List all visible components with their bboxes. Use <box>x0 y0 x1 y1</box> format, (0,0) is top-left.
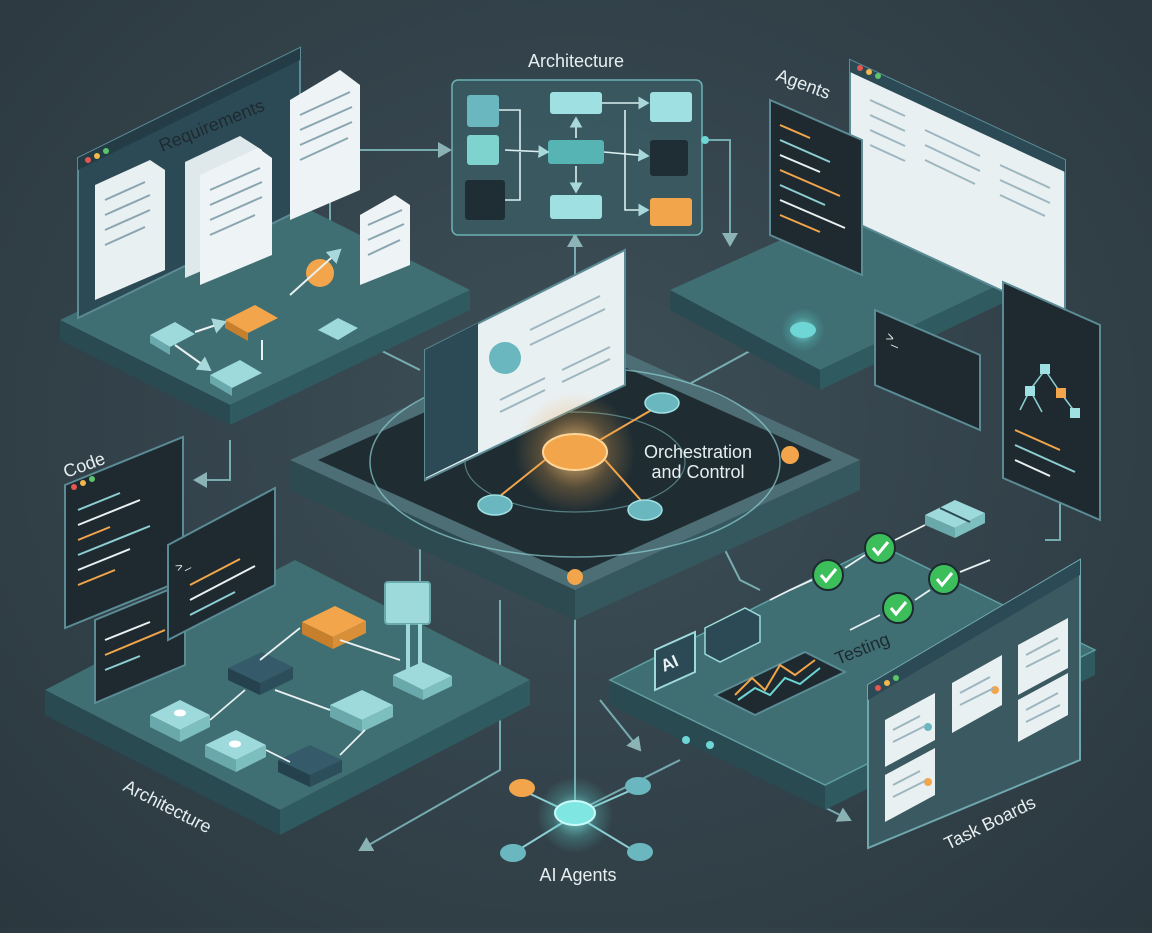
arch-block-4 <box>550 92 602 114</box>
arch-block-1 <box>467 95 499 127</box>
check-icon <box>864 532 896 564</box>
orchestration-platform: Orchestration and Control <box>290 248 860 620</box>
architecture-blocks <box>150 581 452 787</box>
orchestration-label-line2: and Control <box>651 462 744 482</box>
agents-label: Agents <box>774 65 834 103</box>
arch-block-3 <box>465 180 505 220</box>
arch-block-8 <box>650 140 688 176</box>
agents-terminal-prompt: >_ <box>884 329 904 349</box>
architecture-top-label: Architecture <box>528 51 624 71</box>
check-icon <box>928 563 960 595</box>
ai-agents-label: AI Agents <box>539 865 616 885</box>
ai-chip-label: AI <box>658 651 681 675</box>
arch-block-6 <box>550 195 602 219</box>
check-icon <box>812 559 844 591</box>
architecture-top-panel: Architecture <box>451 51 709 236</box>
ai-agents-core-node <box>554 800 596 826</box>
requirements-node-orange <box>306 259 334 287</box>
orchestration-core-node <box>542 433 608 471</box>
check-icon <box>882 592 914 624</box>
orchestration-label-line1: Orchestration <box>644 442 752 462</box>
arch-block-2 <box>467 135 499 165</box>
arch-block-7 <box>650 92 692 122</box>
arch-block-5 <box>548 140 604 164</box>
requirements-platform: Requirements <box>60 46 470 425</box>
testing-checks <box>812 532 960 624</box>
agents-platform: Agents >_ <box>670 58 1101 522</box>
arch-block-9 <box>650 198 692 226</box>
code-terminal-prompt: >_ <box>173 556 192 575</box>
ai-agents-hub: AI Agents <box>500 736 714 885</box>
